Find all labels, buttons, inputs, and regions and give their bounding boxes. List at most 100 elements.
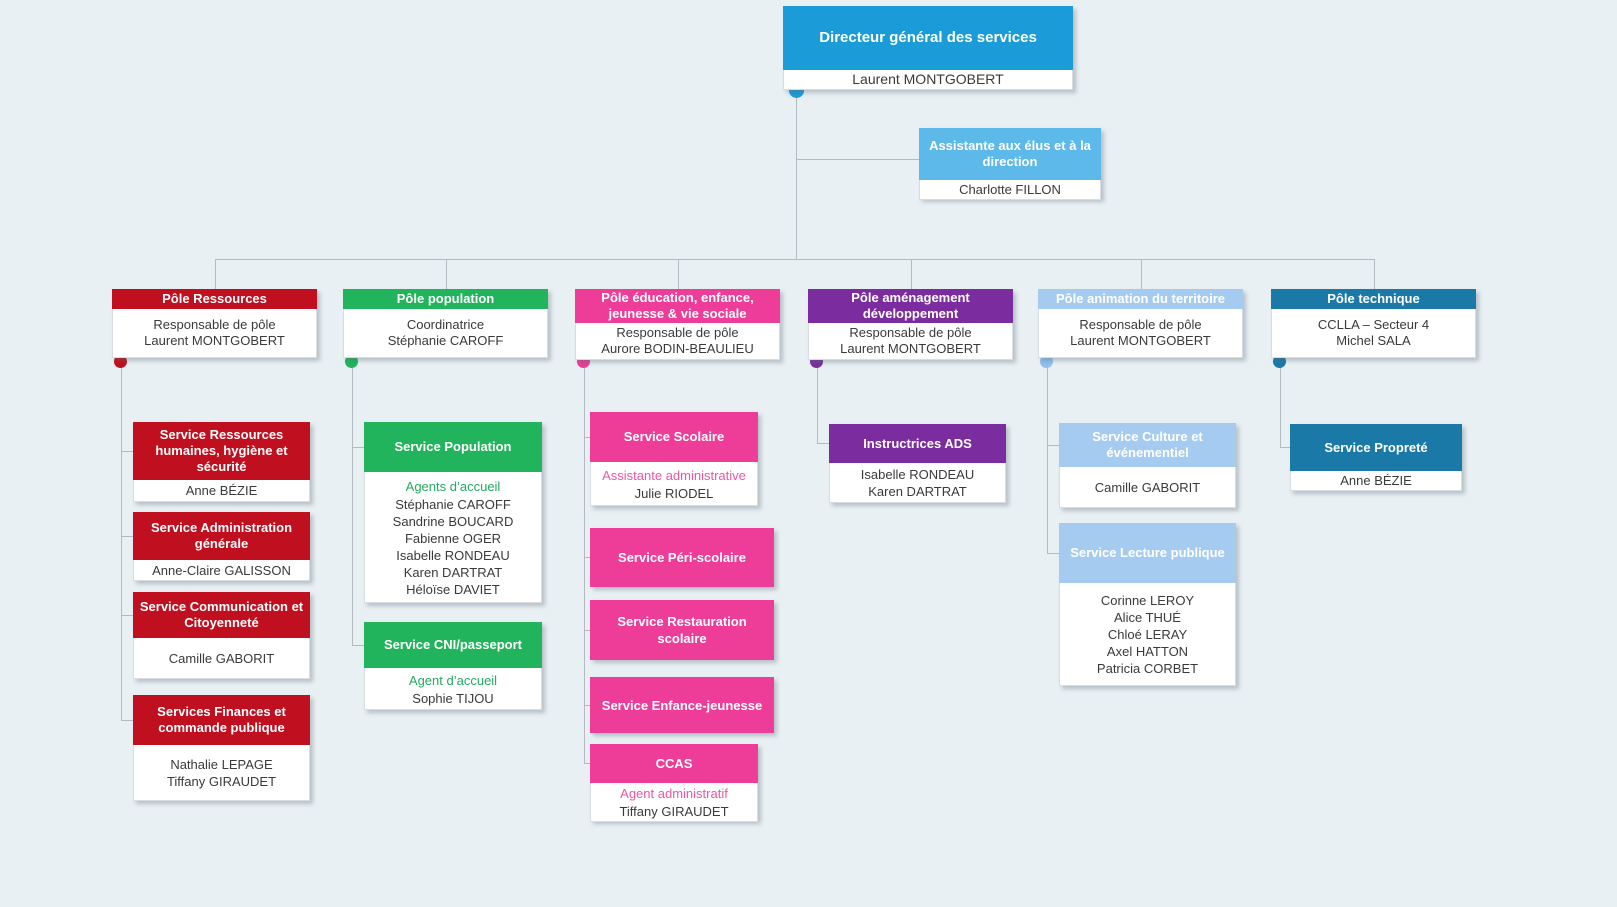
service-person: Tiffany GIRAUDET (619, 804, 729, 819)
root-title: Directeur général des services (783, 6, 1073, 70)
service-person: Axel HATTON (1106, 643, 1189, 659)
service-person: Fabienne OGER (404, 530, 502, 546)
dot-animation (1040, 355, 1053, 368)
stub-b1 (1047, 445, 1059, 446)
connector-rail-horizontal (215, 259, 1374, 260)
pole-subtitle: Coordinatrice (406, 317, 485, 332)
spine-amenagement (817, 362, 818, 443)
service-box-rh: Service Ressources humaines, hygiène et … (133, 422, 310, 502)
service-title: CCAS (590, 744, 758, 783)
service-title: Service CNI/passeport (364, 622, 542, 668)
service-person: Anne-Claire GALISSON (152, 562, 291, 578)
service-title: Service Ressources humaines, hygiène et … (133, 422, 310, 480)
service-person: Sandrine BOUCARD (392, 513, 514, 529)
service-box-restauration: Service Restauration scolaire (590, 600, 774, 660)
service-person: Isabelle RONDEAU (396, 547, 510, 563)
connector-drop-population (446, 259, 447, 289)
service-box-culture: Service Culture et événementiel Camille … (1059, 423, 1236, 508)
service-person: Camille GABORIT (1094, 479, 1201, 495)
service-role: Agent d’accueil (408, 672, 498, 688)
spine-technique (1280, 362, 1281, 447)
service-role: Assistante administrative (602, 467, 746, 483)
pole-title: Pôle animation du territoire (1038, 289, 1243, 309)
service-box-finances: Services Finances et commande publique N… (133, 695, 310, 801)
service-person: Stéphanie CAROFF (395, 496, 511, 512)
service-box-proprete: Service Propreté Anne BÉZIE (1290, 424, 1462, 491)
stub-g1 (352, 447, 364, 448)
service-box-peri-scolaire: Service Péri-scolaire (590, 528, 774, 587)
pole-title: Pôle éducation, enfance, jeunesse & vie … (575, 289, 780, 323)
pole-box-technique: Pôle technique CCLLA – Secteur 4 Michel … (1271, 289, 1476, 358)
connector-drop-animation (1141, 259, 1142, 289)
connector-drop-ressources (215, 259, 216, 289)
stub-r2 (121, 536, 133, 537)
service-box-scolaire: Service Scolaire Assistante administrati… (590, 412, 758, 506)
stub-r3 (121, 615, 133, 616)
pole-box-education: Pôle éducation, enfance, jeunesse & vie … (575, 289, 780, 360)
pole-subtitle: Responsable de pôle (153, 317, 276, 332)
service-person: Alice THUÉ (1114, 609, 1181, 625)
service-box-enfance-jeunesse: Service Enfance-jeunesse (590, 677, 774, 733)
dot-ressources (114, 355, 127, 368)
stub-p3 (584, 630, 592, 631)
assistant-box: Assistante aux élus et à la direction Ch… (919, 128, 1101, 200)
pole-title: Pôle technique (1271, 289, 1476, 309)
assistant-title: Assistante aux élus et à la direction (919, 128, 1101, 180)
service-person: Karen DARTRAT (403, 564, 503, 580)
service-person: Anne BÉZIE (1340, 473, 1412, 488)
pole-subtitle: Responsable de pôle (1079, 317, 1202, 332)
service-person: Patricia CORBET (1096, 660, 1199, 676)
stub-u1 (817, 443, 829, 444)
pole-box-amenagement: Pôle aménagement développement Responsab… (808, 289, 1013, 360)
pole-box-animation: Pôle animation du territoire Responsable… (1038, 289, 1243, 358)
spine-ressources (121, 362, 122, 720)
service-person: Isabelle RONDEAU (860, 466, 975, 482)
pole-manager: Laurent MONTGOBERT (840, 341, 981, 356)
service-person: Anne BÉZIE (185, 483, 258, 498)
pole-manager: Laurent MONTGOBERT (1070, 333, 1211, 348)
service-person: Nathalie LEPAGE (170, 756, 273, 772)
service-person: Camille GABORIT (168, 650, 275, 666)
service-box-cni-passeport: Service CNI/passeport Agent d’accueil So… (364, 622, 542, 710)
assistant-name: Charlotte FILLON (959, 182, 1061, 197)
service-role: Agents d’accueil (405, 478, 501, 494)
connector-drop-technique (1374, 259, 1375, 289)
service-person: Corinne LEROY (1100, 592, 1195, 608)
service-person: Sophie TIJOU (412, 690, 494, 706)
connector-drop-education (678, 259, 679, 289)
pole-manager: Laurent MONTGOBERT (144, 333, 285, 348)
service-title: Service Administration générale (133, 512, 310, 560)
service-title: Service Population (364, 422, 542, 472)
service-role: Agent administratif (620, 786, 728, 801)
service-title: Service Communication et Citoyenneté (133, 592, 310, 638)
stub-g2 (352, 645, 364, 646)
service-person: Julie RIODEL (634, 485, 714, 501)
service-person: Tiffany GIRAUDET (166, 773, 277, 789)
pole-subtitle: CCLLA – Secteur 4 (1317, 317, 1430, 332)
root-box-directeur-general: Directeur général des services Laurent M… (783, 6, 1073, 90)
spine-population (352, 362, 353, 645)
stub-r1 (121, 451, 133, 452)
dot-technique (1273, 355, 1286, 368)
service-title: Service Lecture publique (1059, 523, 1236, 583)
root-name: Laurent MONTGOBERT (852, 71, 1004, 87)
service-box-communication: Service Communication et Citoyenneté Cam… (133, 592, 310, 679)
pole-subtitle: Responsable de pôle (616, 325, 739, 340)
dot-population (345, 355, 358, 368)
service-title: Service Culture et événementiel (1059, 423, 1236, 467)
pole-box-ressources: Pôle Ressources Responsable de pôle Laur… (112, 289, 317, 358)
pole-title: Pôle population (343, 289, 548, 309)
connector-trunk-vertical (796, 90, 797, 259)
pole-title: Pôle aménagement développement (808, 289, 1013, 323)
pole-manager: Michel SALA (1336, 333, 1411, 348)
spine-animation (1047, 362, 1048, 553)
stub-p2 (584, 557, 592, 558)
connector-drop-amenagement (911, 259, 912, 289)
pole-title: Pôle Ressources (112, 289, 317, 309)
service-title: Instructrices ADS (829, 424, 1006, 463)
spine-education (584, 362, 585, 763)
service-box-instructrices-ads: Instructrices ADS Isabelle RONDEAU Karen… (829, 424, 1006, 503)
service-person: Héloïse DAVIET (406, 581, 500, 597)
stub-r4 (121, 720, 133, 721)
